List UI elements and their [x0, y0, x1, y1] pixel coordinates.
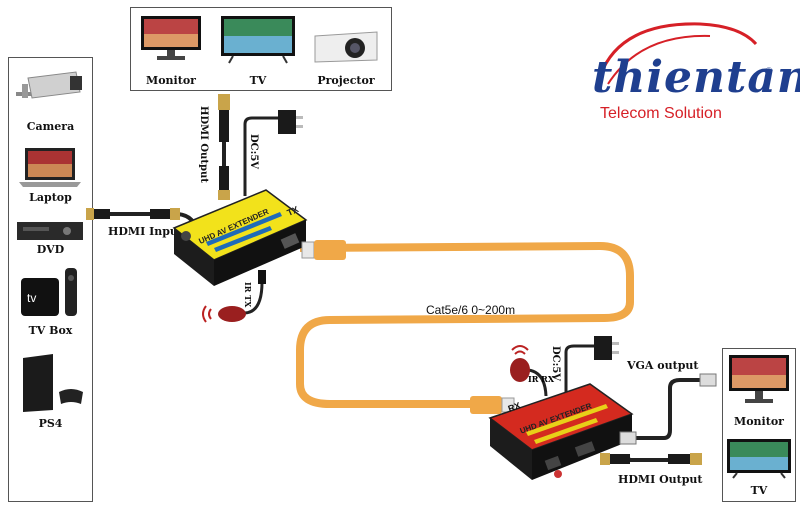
- tx-hdmi-input-label: HDMI Input: [108, 225, 183, 238]
- source-label-camera: Camera: [26, 120, 75, 133]
- ir-tx-plug: [258, 270, 266, 284]
- source-label-laptop: Laptop: [29, 191, 72, 204]
- dvd-player-icon: [17, 222, 83, 240]
- source-label-dvd: DVD: [36, 243, 65, 256]
- ir-rx-sensor-icon: [510, 345, 530, 382]
- hdmi-plug-input-left: [86, 208, 110, 220]
- source-label-ps4: PS4: [38, 417, 63, 430]
- right-display-panel: Monitor TV: [722, 348, 796, 502]
- ir-tx-sensor-icon: [202, 305, 246, 323]
- projector-icon: [314, 31, 378, 63]
- right-label-tv: TV: [750, 484, 768, 497]
- rx-vga-output-label: VGA output: [627, 359, 699, 372]
- tx-hdmi-output-label: HDMI Output: [198, 106, 209, 183]
- tv-icon: [221, 16, 295, 64]
- hdmi-plug-rx-left: [600, 453, 630, 465]
- source-panel: Camera Laptop DVD tv TV Box PS4: [8, 57, 93, 502]
- game-console-icon: [23, 354, 83, 412]
- rx-hdmi-output-label: HDMI Output: [618, 473, 703, 486]
- cctv-camera-icon: [16, 71, 82, 99]
- top-label-projector: Projector: [317, 74, 375, 87]
- top-display-panel: Monitor TV Projector: [130, 7, 392, 91]
- vga-plug-rx: [619, 431, 637, 445]
- logo-brand: thientan: [592, 52, 800, 103]
- monitor-icon: [729, 355, 789, 403]
- tx-extender-device: [172, 189, 308, 286]
- cable-length-label: Cat5e/6 0~200m: [426, 303, 516, 317]
- laptop-icon: [19, 148, 81, 187]
- right-label-monitor: Monitor: [734, 415, 784, 428]
- power-adapter-tx-icon: [278, 110, 303, 134]
- top-label-monitor: Monitor: [146, 74, 196, 87]
- svg-text:tv: tv: [27, 291, 36, 305]
- tx-dc-label: DC:5V: [248, 134, 259, 170]
- rx-extender-device: [488, 383, 634, 480]
- rx-ir-label: IR RX: [528, 374, 555, 384]
- hdmi-plug-input-right: [150, 208, 180, 220]
- vga-plug-display: [699, 373, 717, 387]
- top-label-tv: TV: [249, 74, 267, 87]
- power-adapter-rx-icon: [594, 336, 619, 360]
- rj45-plug-rx: [470, 396, 515, 414]
- source-label-tv-box: TV Box: [28, 324, 73, 337]
- hdmi-plug-rx-right: [668, 453, 702, 465]
- logo-swoosh: [598, 22, 758, 85]
- logo-tagline: Telecom Solution: [600, 105, 722, 122]
- tv-box-icon: tv: [21, 268, 77, 316]
- monitor-icon: [141, 16, 201, 60]
- tv-icon: [727, 439, 791, 479]
- rx-dc-label: DC:5V: [550, 346, 561, 382]
- tx-ir-label: IR TX: [243, 282, 253, 308]
- hdmi-plug-top-lower: [218, 166, 230, 200]
- rj45-plug-tx: [301, 240, 346, 260]
- logo-registered-mark: ®: [766, 66, 772, 75]
- hdmi-plug-top: [218, 94, 230, 142]
